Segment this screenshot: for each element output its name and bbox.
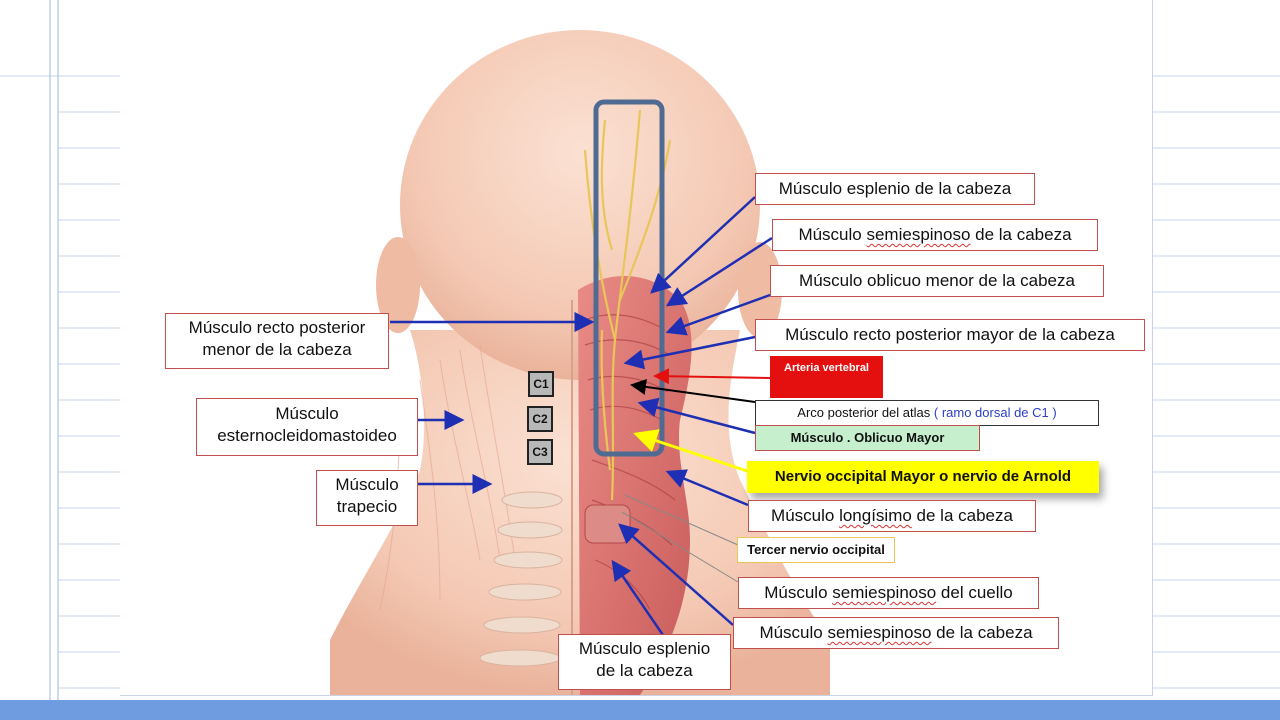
label-recto-posterior-mayor: Músculo recto posterior mayor de la cabe… [755, 319, 1145, 351]
arrow-esplenio-top [650, 196, 756, 294]
label-esplenio-cabeza-bottom: Músculo esplenio de la cabeza [558, 634, 731, 690]
arrow-arteria [653, 368, 771, 385]
arrow-nervio-arnold [633, 429, 751, 474]
label-esternocleidomastoideo: Músculo esternocleidomastoideo [196, 398, 418, 456]
bottom-accent-bar [0, 700, 1280, 720]
label-semiespinoso-cabeza-bottom: Músculo semiespinoso de la cabeza [733, 617, 1059, 649]
label-semiespinoso-cabeza-top: Músculo semiespinoso de la cabeza [772, 219, 1098, 251]
arrow-oblicuo-mayor [637, 397, 756, 435]
semispinalis-cut [584, 504, 631, 544]
label-trapecio: Músculo trapecio [316, 470, 418, 526]
arrow-semiespinoso-top [665, 236, 773, 307]
arrow-recto-mayor [623, 335, 756, 370]
arrow-arco-atlas [630, 378, 756, 403]
label-arteria-vertebral: Arteria vertebral [770, 356, 883, 398]
label-oblicuo-mayor: Músculo . Oblicuo Mayor [755, 425, 980, 451]
arrow-semiespinoso-bottom [618, 523, 734, 626]
label-oblicuo-menor: Músculo oblicuo menor de la cabeza [770, 265, 1104, 297]
pointer-tercer-nervio [624, 494, 739, 546]
ear-left [376, 237, 420, 333]
label-nervio-arnold: Nervio occipital Mayor o nervio de Arnol… [747, 461, 1099, 493]
label-recto-posterior-menor: Músculo recto posterior menor de la cabe… [165, 313, 389, 369]
label-tercer-nervio-occipital: Tercer nervio occipital [737, 537, 895, 563]
pointer-semiespinoso-cuello [621, 511, 739, 583]
arrow-longisimo [665, 469, 749, 507]
arrow-oblicuo-menor [665, 293, 771, 336]
label-arco-posterior-atlas: Arco posterior del atlas ( ramo dorsal d… [755, 400, 1099, 426]
label-esplenio-cabeza-top: Músculo esplenio de la cabeza [755, 173, 1035, 205]
label-semiespinoso-cuello: Músculo semiespinoso del cuello [738, 577, 1039, 609]
label-longisimo-cabeza: Músculo longísimo de la cabeza [748, 500, 1036, 532]
arrow-esplenio-bottom [611, 559, 667, 639]
